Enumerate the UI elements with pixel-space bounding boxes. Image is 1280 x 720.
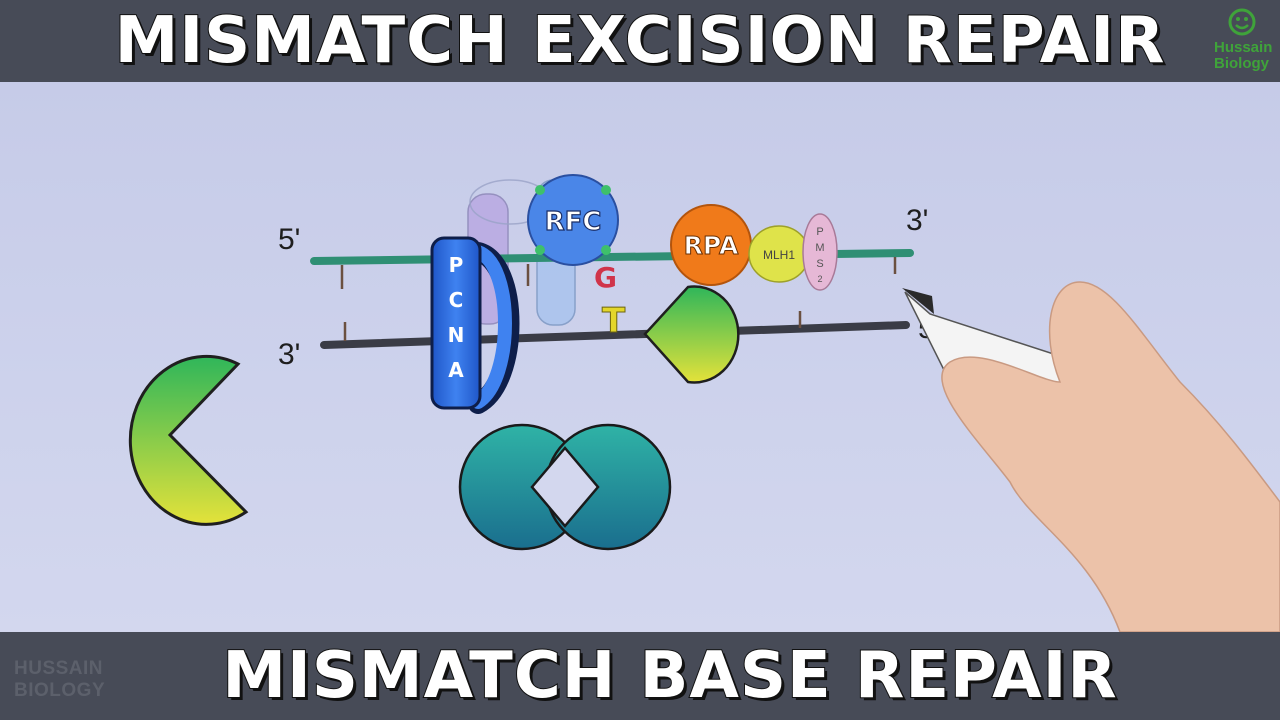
mismatch-base-g: G (594, 261, 617, 294)
top-banner: MISMATCH EXCISION REPAIR (0, 0, 1280, 82)
rpa-protein: RPA (670, 204, 752, 286)
side-channel-logo: HUSSAIN BIOLOGY (14, 658, 124, 702)
smiley-logo-icon (1228, 8, 1256, 36)
pms2-protein: P M S 2 (802, 213, 838, 291)
corner-logo-line1: Hussain (1214, 39, 1273, 56)
side-logo-line2: BIOLOGY (14, 680, 106, 701)
pms2-letter: 2 (817, 274, 822, 284)
exonuclease-on-strand (643, 285, 740, 384)
pms2-letter: M (815, 242, 824, 254)
video-subtitle: MISMATCH BASE REPAIR (221, 638, 1118, 714)
bottom-strand-3prime-label: 3' (278, 338, 300, 371)
rpa-label: RPA (684, 231, 739, 260)
video-title: MISMATCH EXCISION REPAIR (114, 3, 1166, 79)
pcna-letter: P (449, 253, 464, 277)
mlh1-label: MLH1 (763, 248, 795, 262)
drawing-hand (902, 281, 1280, 632)
side-logo-line1: HUSSAIN (14, 658, 104, 679)
mismatch-repair-diagram: 5' 3' 3' 5 G T P C N A RFC RPA MLH1 P M … (128, 174, 1280, 632)
pcna-letter: N (448, 323, 465, 347)
bottom-banner: MISMATCH BASE REPAIR (0, 632, 1280, 720)
top-strand-3prime-label: 3' (906, 204, 928, 237)
pcna-letter: A (448, 358, 464, 382)
pcna-letter: C (449, 288, 464, 312)
exonuclease-free (128, 354, 249, 526)
pms2-letter: S (816, 258, 823, 270)
top-strand-5prime-label: 5' (278, 223, 300, 256)
pcna-clamp: P C N A (430, 236, 520, 414)
mlh1-protein: MLH1 (748, 225, 810, 283)
rfc-label: RFC (545, 207, 602, 237)
pms2-letter: P (816, 226, 823, 238)
rfc-protein: RFC (527, 174, 619, 266)
corner-channel-logo: Hussain Biology (1208, 2, 1276, 80)
corner-logo-line2: Biology (1214, 55, 1269, 72)
interlocked-ring-protein (458, 423, 672, 551)
mismatch-base-t: T (602, 301, 626, 341)
